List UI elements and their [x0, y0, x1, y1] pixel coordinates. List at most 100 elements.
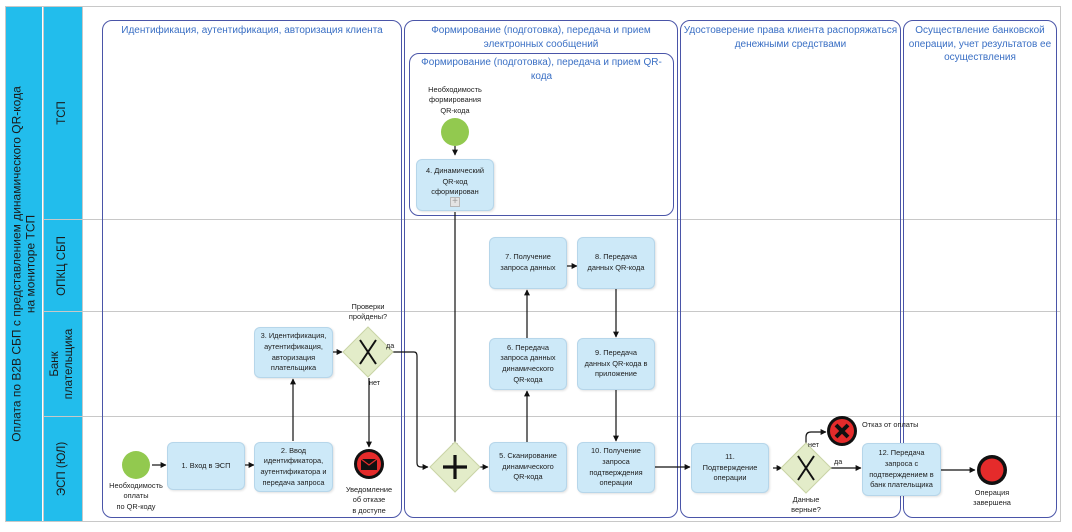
task-7-receive-data-request[interactable]: 7. Получение запроса данных — [489, 237, 567, 289]
group-title-line: кода — [530, 70, 553, 82]
gateway-join — [429, 441, 481, 493]
task-label-line: динамического — [502, 461, 554, 471]
lane-divider — [44, 416, 1061, 417]
task-label-line: запроса данных — [500, 353, 556, 363]
label-line: Необходимость — [428, 85, 482, 94]
lane-divider — [44, 311, 1061, 312]
lane-header-tsp[interactable]: ТСП — [44, 7, 82, 219]
lane-header-esp[interactable]: ЭСП (ЮЛ) — [44, 417, 82, 521]
pool-header: Оплата по В2В СБП с представлением динам… — [6, 7, 42, 521]
task-label-line: аутентификация, — [264, 341, 323, 351]
flow-label-yes: да — [386, 341, 395, 350]
gateway-checks-label: Проверки пройдены? — [340, 302, 396, 323]
task-label-line: подтверждением в — [869, 469, 934, 479]
task-label-line: подтверждения — [589, 467, 643, 477]
subprocess-expand-icon[interactable]: + — [450, 197, 460, 207]
label-line: оплаты — [123, 491, 149, 501]
group-qr-subgroup: Формирование (подготовка), передача и пр… — [409, 53, 674, 216]
task-label-line: динамического — [502, 364, 554, 373]
task-label: 5. Сканирование динамического QR-кода — [499, 451, 557, 483]
label-line: QR-кода — [440, 105, 470, 115]
label-line: завершена — [973, 498, 1011, 508]
task-label-line: данных QR-кода — [587, 263, 645, 272]
task-label-line: 11. — [725, 451, 735, 461]
group-title-line: денежными средствами — [734, 38, 847, 50]
task-3-identification[interactable]: 3. Идентификация, аутентификация, автори… — [254, 327, 333, 378]
task-label-line: банк плательщика — [870, 480, 933, 490]
start-event-qr-label: Необходимость формирования QR-кода — [418, 85, 492, 116]
label-line: Необходимость — [109, 481, 163, 490]
label-line: формирования — [429, 95, 481, 105]
task-label-line: 7. Получение — [505, 252, 551, 262]
task-label-line: аутентификатора и — [260, 467, 327, 476]
flow-label-no: нет — [369, 378, 381, 387]
task-label-line: 3. Идентификация, — [260, 331, 327, 341]
task-11-confirm-operation[interactable]: 11. Подтверждение операции — [691, 443, 769, 493]
label-line: Проверки — [351, 302, 385, 311]
end-event-denied — [354, 449, 384, 479]
task-label-line: 6. Передача — [507, 342, 549, 352]
group-title-line: Удостоверение права клиента распоряжатьс… — [683, 25, 898, 36]
label-line: верные? — [791, 505, 821, 515]
task-label: 12. Передача запроса с подтверждением в … — [869, 448, 933, 491]
label-line: Данные — [792, 495, 820, 504]
task-label-line: запроса — [602, 456, 630, 466]
gateway-checks — [342, 326, 394, 378]
flow-label-yes: да — [834, 457, 843, 466]
pool-header-separator — [43, 7, 44, 521]
flow-dataok-no — [805, 429, 827, 451]
pool-frame — [5, 6, 1061, 522]
end-event-done — [977, 455, 1007, 485]
task-label-line: данных QR-кода в — [584, 358, 648, 368]
task-2-enter-credentials[interactable]: 2. Ввод идентификатора, аутентификатора … — [254, 442, 333, 492]
group-identification: Идентификация, аутентификация, авторизац… — [102, 20, 402, 518]
task-9-send-qr-to-app[interactable]: 9. Передача данных QR-кода в приложение — [577, 338, 655, 390]
end-event-done-label: Операция завершена — [962, 488, 1022, 509]
task-label: 4. Динамический QR-код сформирован — [426, 166, 484, 198]
group-messaging: Формирование (подготовка), передача и пр… — [404, 20, 678, 518]
start-event-payment-label: Необходимость оплаты по QR-коду — [99, 481, 173, 512]
label-line: об отказе — [352, 495, 386, 505]
task-label-line: запроса данных — [500, 263, 556, 272]
group-title-line: операции, учет результатов ее — [908, 38, 1052, 50]
label-line: Уведомление — [345, 485, 393, 494]
task-label-line: идентификатора, — [263, 456, 324, 466]
gateway-data-ok — [780, 442, 832, 494]
task-label: 3. Идентификация, аутентификация, автори… — [261, 331, 327, 374]
task-label-line: 2. Ввод — [280, 445, 307, 455]
task-label: 2. Ввод идентификатора, аутентификатора … — [260, 446, 326, 489]
task-label: 10. Получение запроса подтверждения опер… — [589, 446, 642, 489]
group-title: Формирование (подготовка), передача и пр… — [410, 56, 673, 83]
lane-header-bank[interactable]: Банк плательщика — [44, 312, 82, 416]
group-title-line: Формирование (подготовка), передача и пр… — [431, 25, 651, 36]
group-title-line: Осуществление банковской — [915, 25, 1045, 36]
flow-checks-yes — [393, 351, 429, 470]
label-line: по QR-коду — [116, 501, 156, 511]
task-8-send-qr-data[interactable]: 8. Передача данных QR-кода — [577, 237, 655, 289]
task-10-receive-confirm-request[interactable]: 10. Получение запроса подтверждения опер… — [577, 442, 655, 493]
task-label: 8. Передача данных QR-кода — [588, 252, 645, 273]
task-12-send-confirmation-to-bank[interactable]: 12. Передача запроса с подтверждением в … — [862, 443, 941, 496]
task-label-line: авторизация — [271, 352, 316, 362]
flow-label-no: нет — [808, 440, 820, 449]
group-title: Осуществление банковской операции, учет … — [904, 24, 1056, 65]
task-label-line: 9. Передача — [595, 347, 637, 357]
group-title: Удостоверение права клиента распоряжатьс… — [681, 24, 900, 51]
task-label-line: QR-кода — [513, 374, 543, 384]
task-label: 7. Получение запроса данных — [500, 252, 555, 273]
end-event-cancel-label: Отказ от оплаты — [862, 420, 919, 429]
task-label-line: плательщика — [270, 363, 317, 373]
task-label-line: 8. Передача — [595, 252, 637, 262]
task-6-send-data-request[interactable]: 6. Передача запроса данных динамического… — [489, 338, 567, 390]
group-title-line: Формирование (подготовка), передача и пр… — [421, 57, 662, 68]
task-5-scan-qr[interactable]: 5. Сканирование динамического QR-кода — [489, 442, 567, 492]
task-label-line: 4. Динамический — [426, 166, 484, 175]
end-event-denied-label: Уведомление об отказе в доступе — [334, 485, 404, 516]
group-title-line: осуществления — [944, 52, 1016, 63]
task-label-line: сформирован — [431, 187, 479, 197]
group-title: Формирование (подготовка), передача и пр… — [405, 24, 677, 51]
lane-header-separator — [82, 7, 83, 521]
task-1-login[interactable]: 1. Вход в ЭСП — [167, 442, 245, 490]
lane-header-opkc[interactable]: ОПКЦ СБП — [44, 220, 82, 311]
